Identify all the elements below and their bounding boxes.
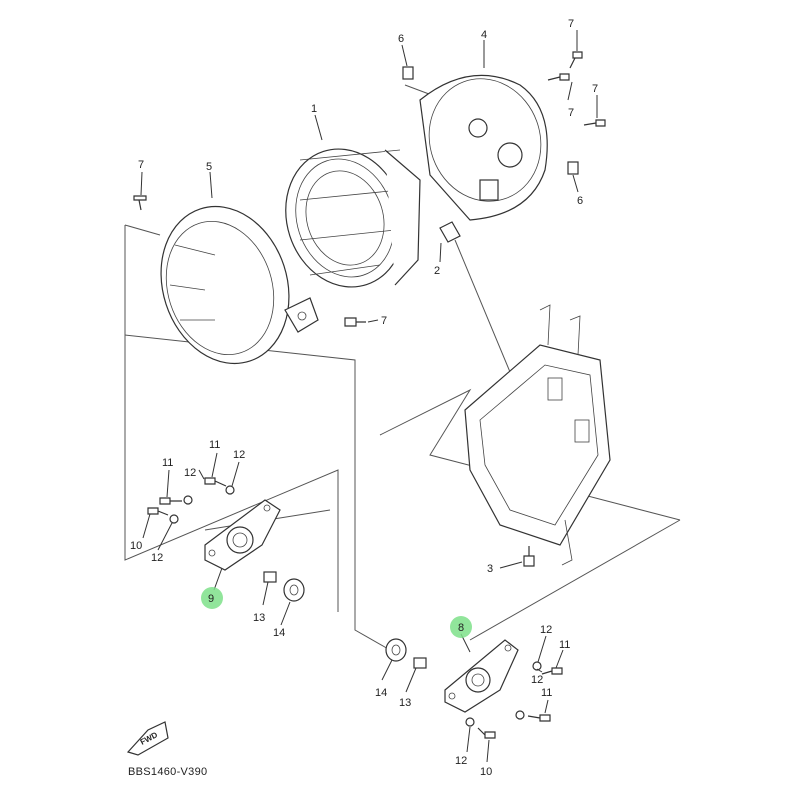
fwd-arrow-icon: FWD [126,721,169,756]
highlight-marker-8 [450,616,472,638]
clip-top [402,66,414,80]
callout-14-left: 14 [273,627,285,639]
callout-11-d: 11 [541,687,552,699]
guide-lamp-mount [124,334,391,651]
clip-right [567,161,579,175]
part6-clips [402,66,579,175]
callout-13-right: 13 [399,697,411,709]
callout-5: 5 [206,161,212,173]
fasteners [147,477,563,739]
guide-right [469,519,681,641]
callout-10-right: 10 [480,766,492,778]
grommet-left [283,578,305,602]
callout-9: 9 [208,593,214,605]
part8-right-bracket [444,639,519,713]
headlight-stay-bracket [464,304,611,566]
callout-12-f: 12 [455,755,467,767]
callout-12-c: 12 [151,552,163,564]
callout-14-right: 14 [375,687,387,699]
part7-screws [133,51,606,327]
callout-10-left: 10 [130,540,142,552]
grommet-right [385,638,407,662]
part3-bolt [523,546,535,567]
callout-13-left: 13 [253,612,265,624]
collars-grommets [263,571,427,669]
callout-7-b: 7 [568,107,574,119]
part9-left-bracket [204,499,281,571]
callout-12-e: 12 [531,674,543,686]
callout-1: 1 [311,103,317,115]
highlight-marker-9 [201,587,223,609]
collar-right [413,657,427,669]
callout-11-c: 11 [559,639,570,651]
callout-12-d: 12 [540,624,552,636]
callout-7-d: 7 [138,159,144,171]
leader-lines [140,30,598,763]
callout-7-c: 7 [592,83,598,95]
guide-left-top [124,224,161,236]
callout-7-a: 7 [568,18,574,30]
diagram-code: BBS1460-V390 [128,766,207,778]
callout-12-b: 12 [233,449,245,461]
guide-left-box [124,225,339,612]
callout-11-b: 11 [162,457,173,469]
headlight-unit [285,148,421,288]
callout-numbers: 1 2 3 4 5 6 6 7 7 7 7 7 8 9 10 10 11 11 … [130,18,598,778]
callout-8: 8 [458,622,464,634]
headlight-rim [160,205,319,365]
callout-6-top: 6 [398,33,404,45]
part2-nut-plate [439,221,461,243]
headlight-case [419,74,548,221]
callout-3: 3 [487,563,493,575]
callout-4: 4 [481,29,487,41]
callout-12-a: 12 [184,467,196,479]
callout-7-e: 7 [381,315,387,327]
callout-6-right: 6 [577,195,583,207]
collar-left [263,571,277,583]
callout-11-a: 11 [209,439,220,451]
callout-2: 2 [434,265,440,277]
